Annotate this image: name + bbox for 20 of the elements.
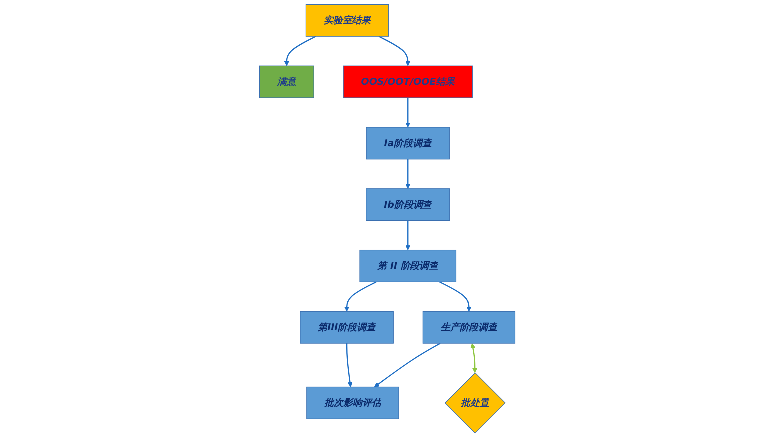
node-box: 批次影响评估 xyxy=(306,386,400,420)
arrow xyxy=(374,343,441,388)
arrow xyxy=(406,220,411,251)
arrow xyxy=(440,282,472,312)
node-box: 实验室结果 xyxy=(306,4,390,37)
arrow xyxy=(346,344,353,388)
arrow xyxy=(284,36,316,66)
node-diamond: 批处置 xyxy=(444,372,506,434)
arrow xyxy=(406,98,411,128)
arrow xyxy=(344,282,377,312)
node-box: OOS/OOT/OOE结果 xyxy=(343,66,473,98)
node-box: Ia阶段调查 xyxy=(366,127,450,160)
node-box: 满意 xyxy=(259,66,314,98)
node-box: 第III阶段调查 xyxy=(300,311,394,344)
arrow xyxy=(470,344,478,374)
node-box: Ib阶段调查 xyxy=(366,188,450,222)
arrow xyxy=(406,159,411,190)
arrow xyxy=(378,36,411,66)
node-box: 生产阶段调查 xyxy=(422,311,516,344)
node-box: 第 II 阶段调查 xyxy=(360,250,457,282)
